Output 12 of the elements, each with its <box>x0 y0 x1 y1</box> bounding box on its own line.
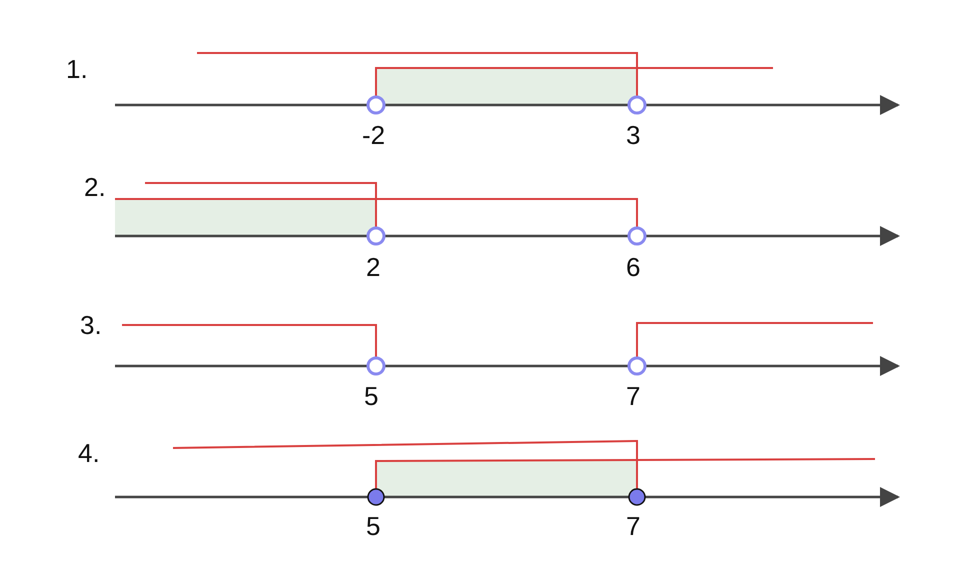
row-number: 1. <box>66 56 88 82</box>
tick-label: -2 <box>362 122 386 148</box>
tick-label: 2 <box>366 254 380 280</box>
tick-label: 5 <box>364 383 378 409</box>
row-number: 4. <box>78 440 100 466</box>
tick-label: 7 <box>626 383 640 409</box>
tick-label: 6 <box>626 254 640 280</box>
tick-label: 3 <box>626 122 640 148</box>
tick-label: 7 <box>626 513 640 539</box>
row-number: 3. <box>80 312 102 338</box>
row-number: 2. <box>84 174 106 200</box>
tick-label: 5 <box>366 513 380 539</box>
